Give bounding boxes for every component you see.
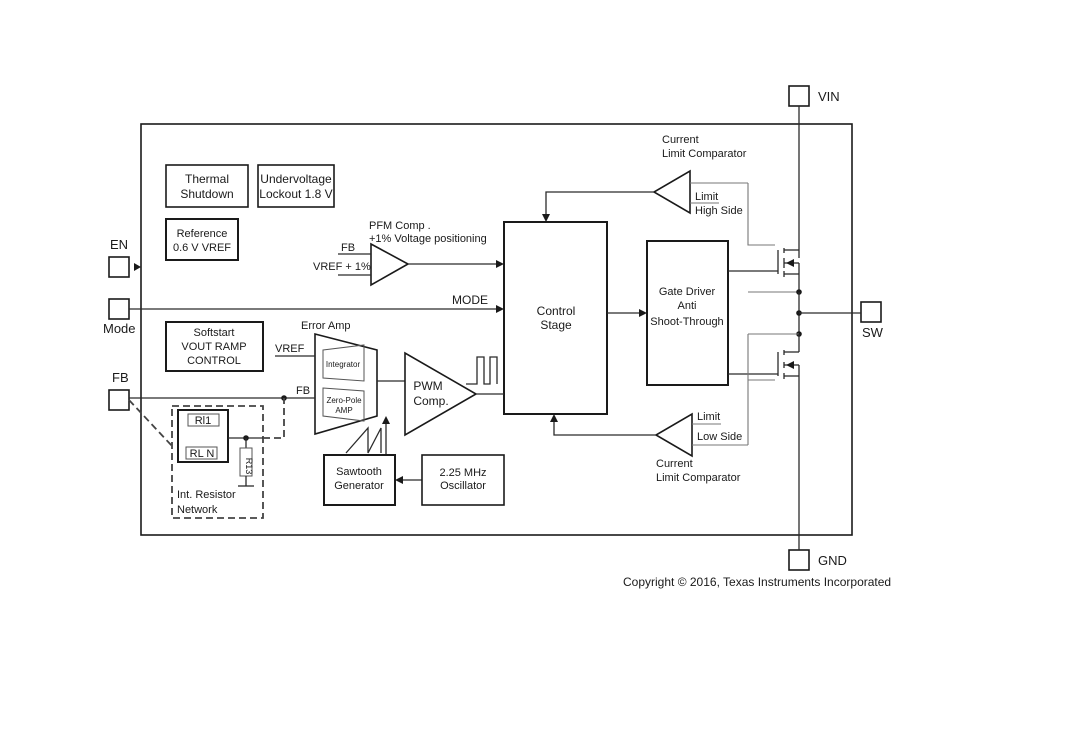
pwm-comparator [404,351,478,437]
mode-signal-label: MODE [452,293,488,307]
fb-signal-label: FB [296,385,310,397]
rln-label: RL N [190,448,215,460]
cl-high-side-label: High Side [695,205,743,217]
oscillator-arrow-icon [395,476,403,484]
uvlo-line1: Undervoltage [260,172,332,186]
resistor-r1 [187,413,220,427]
zero-pole-line1: Zero-Pole [326,396,362,405]
control-line2: Stage [540,318,572,332]
r2-label: R13 [244,458,254,475]
pwm-line1: PWM [413,379,442,393]
pin-mode: Mode [103,298,136,336]
cl-low-arrow-icon [550,414,558,422]
reference-line1: Reference [177,228,228,240]
sawtooth-generator-block: Sawtooth Generator [323,454,396,506]
thermal-line1: Thermal [185,172,229,186]
cl-low-title-line2: Limit Comparator [656,472,741,484]
gate-line1: Gate Driver [659,286,716,298]
pfm-vref-label: VREF + 1% [313,261,371,273]
pfm-fb-label: FB [341,242,355,254]
en-arrow-icon [134,263,141,271]
high-side-mosfet-icon [728,248,800,292]
softstart-line3: CONTROL [187,355,241,367]
gate-arrow-icon [639,309,647,317]
resistor-rln [185,446,218,460]
pfm-comparator [370,242,410,287]
vref-label: VREF [275,343,305,355]
pin-fb-label: FB [112,370,129,385]
resistor-network-line1: Int. Resistor [177,489,236,501]
pfm-comp-label: PFM Comp . [369,220,431,232]
error-amp [314,332,378,436]
low-side-mosfet-icon [728,334,800,379]
oscillator-line1: 2.25 MHz [439,467,486,479]
mode-arrow-icon [496,305,504,313]
cl-high-title-line2: Limit Comparator [662,148,747,160]
resistor-network-link-top [263,398,285,439]
softstart-line2: VOUT RAMP [181,341,246,353]
sawtooth-waveform-icon [345,426,382,454]
sawtooth-arrow-icon [382,416,390,424]
pwm-waveform-icon [466,356,498,385]
integrator-label: Integrator [326,360,361,369]
gate-line3: Shoot-Through [650,316,723,328]
r1-label: Rl1 [195,415,212,427]
pin-en: EN [108,237,130,278]
zero-pole-line2: AMP [335,406,352,415]
pin-gnd-label: GND [818,553,847,568]
gate-driver-block: Gate Driver Anti Shoot-Through [646,240,729,386]
cl-low-side-label: Low Side [697,431,742,443]
cl-high-arrow-icon [542,214,550,222]
pin-vin-label: VIN [818,89,840,104]
pin-fb: FB [108,370,130,411]
cl-low-limit-label: Limit [697,411,720,423]
pin-mode-label: Mode [103,321,136,336]
oscillator-line2: Oscillator [440,480,486,492]
current-limit-comparator-low [654,412,693,458]
pin-en-label: EN [110,237,128,252]
softstart-block: Softstart VOUT RAMP CONTROL [165,321,264,372]
control-stage-block: Control Stage [503,221,608,415]
zero-pole-block [322,387,365,422]
sawtooth-line1: Sawtooth [336,466,382,478]
reference-block: Reference 0.6 V VREF [165,218,239,261]
pfm-arrow-icon [496,260,504,268]
cl-low-title-line1: Current [656,458,693,470]
reference-line2: 0.6 V VREF [173,242,231,254]
current-limit-comparator-high [652,169,691,215]
resistor-network-boundary [171,405,264,519]
thermal-shutdown-block: Thermal Shutdown [165,164,249,208]
sawtooth-line2: Generator [334,480,384,492]
pin-sw-label: SW [862,325,884,340]
thermal-line2: Shutdown [180,187,233,201]
error-amp-label: Error Amp [301,320,351,332]
undervoltage-lockout-block: Undervoltage Lockout 1.8 V [257,164,335,208]
resistor-network-line2: Network [177,504,218,516]
oscillator-block: 2.25 MHz Oscillator [421,454,505,506]
softstart-line1: Softstart [194,327,235,339]
copyright-text: Copyright © 2016, Texas Instruments Inco… [623,575,891,589]
pin-gnd: GND [788,549,847,571]
control-line1: Control [537,304,576,318]
pin-sw: SW [860,301,884,340]
pfm-positioning-label: +1% Voltage positioning [369,233,487,245]
cl-high-title-line1: Current [662,134,699,146]
uvlo-line2: Lockout 1.8 V [259,187,332,201]
pwm-line2: Comp. [413,394,448,408]
gate-line2: Anti [678,300,697,312]
pin-vin: VIN [788,85,840,107]
integrator-block [322,344,365,382]
cl-high-limit-label: Limit [695,191,718,203]
